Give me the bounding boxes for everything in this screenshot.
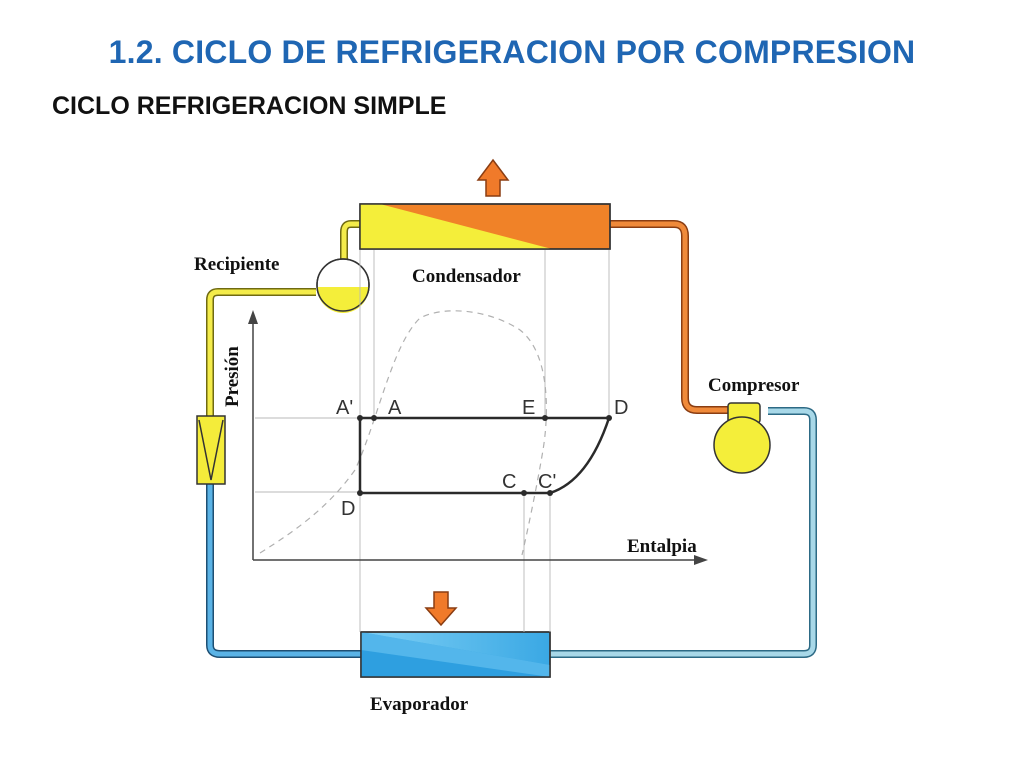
condenser [359,203,611,250]
heat-in-arrow-icon [424,591,458,627]
recipiente-label: Recipiente [194,254,279,275]
presion-axis-label: Presión [222,346,243,407]
condensador-label: Condensador [412,266,521,287]
cycle-path [357,415,612,496]
piping [206,220,817,658]
evaporador-label: Evaporador [370,694,469,715]
point-e-label: E [522,397,535,419]
receiver-tank [316,258,370,313]
expansion-valve-icon [196,415,226,485]
slide-title: 1.2. CICLO DE REFRIGERACION POR COMPRESI… [108,34,916,70]
expansion-line [206,484,361,658]
ph-axes [248,310,708,565]
saturation-dome [259,310,547,556]
compressor [713,402,771,474]
suction-line [550,407,817,658]
point-d-top-label: D [614,397,628,419]
point-a-prime-label: A' [336,397,353,419]
heat-out-arrow-icon [476,158,510,197]
projection-lines [255,250,610,632]
slide-subtitle: CICLO REFRIGERACION SIMPLE [52,92,447,120]
point-a-label: A [388,397,402,419]
evaporator [360,631,551,678]
compresor-label: Compresor [708,375,800,396]
point-c-prime-label: C' [538,471,556,493]
point-d-bottom-label: D [341,498,355,520]
point-c-label: C [502,471,516,493]
entalpia-axis-label: Entalpia [627,536,697,557]
